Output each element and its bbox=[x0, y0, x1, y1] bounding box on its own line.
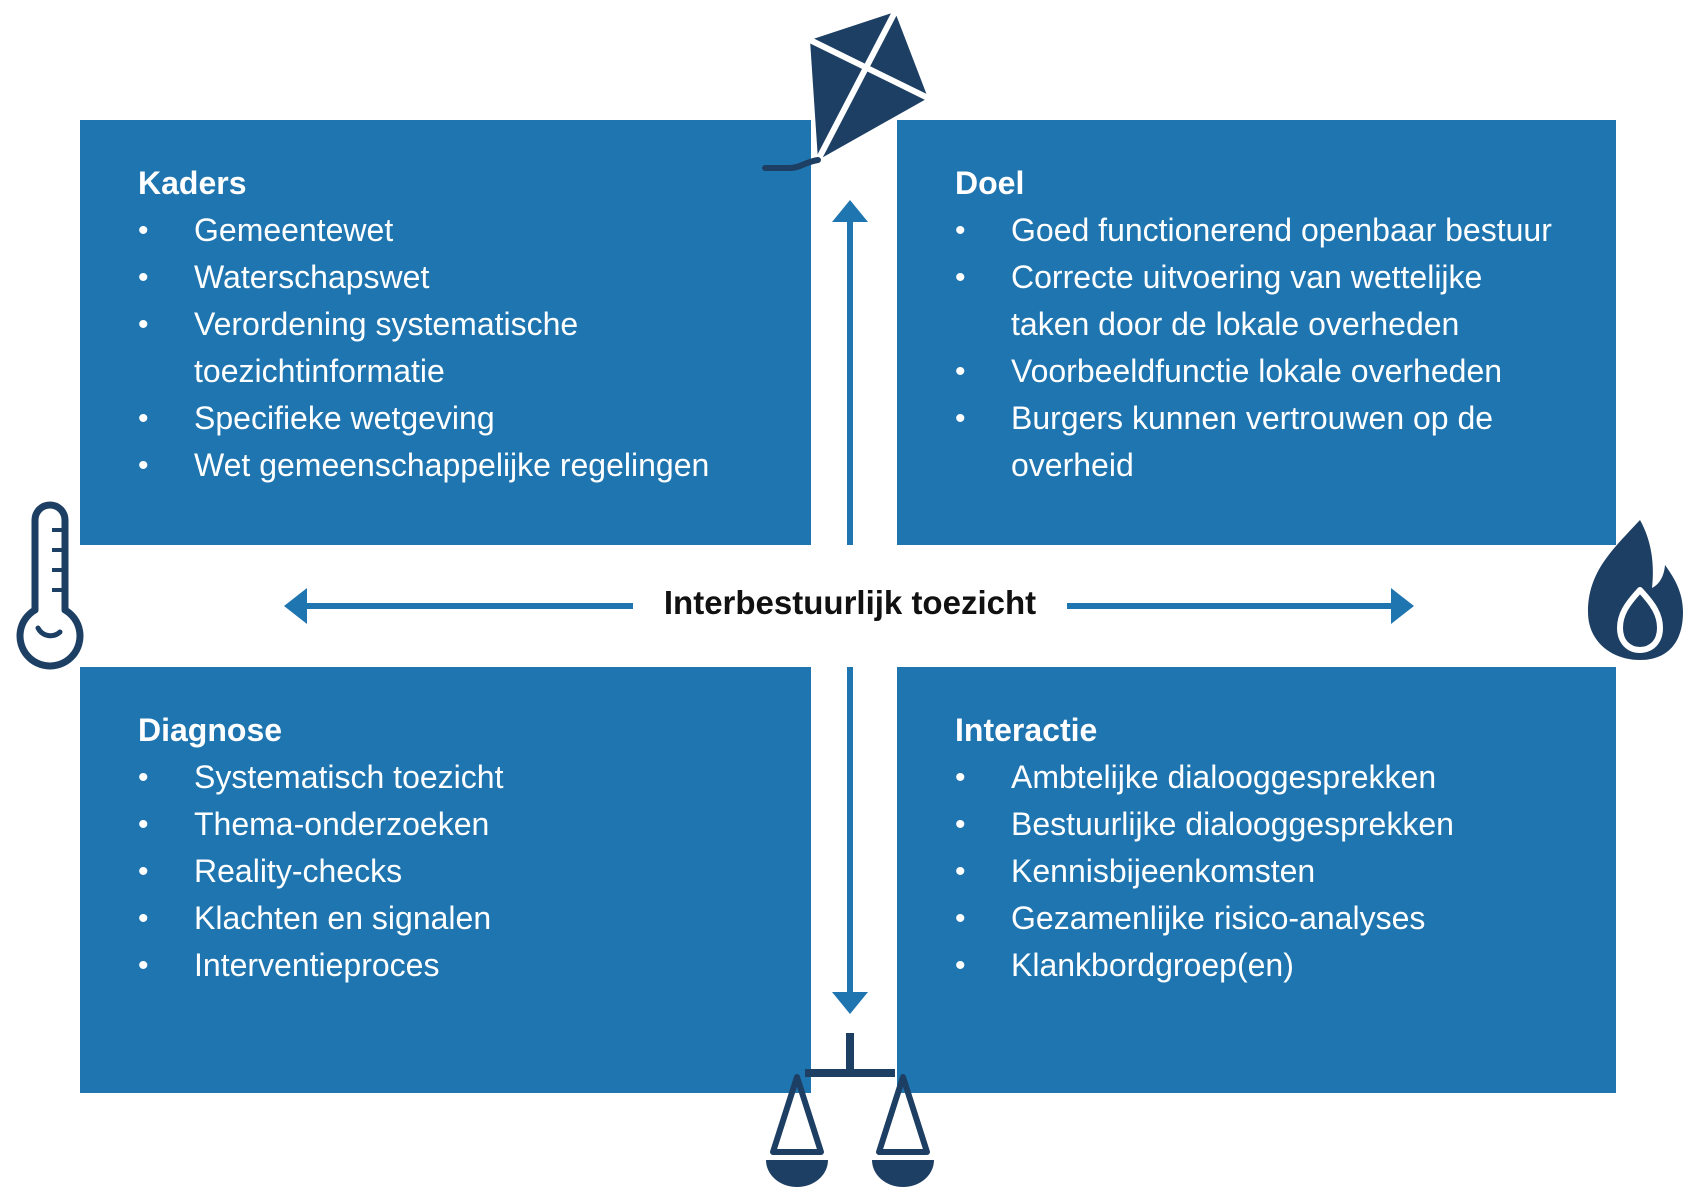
list-item: Klankbordgroep(en) bbox=[955, 942, 1576, 989]
list-item: Wet gemeenschappelijke regelingen bbox=[138, 442, 771, 489]
list-doel: Goed functionerend openbaar bestuur Corr… bbox=[955, 207, 1576, 489]
list-item: Burgers kunnen vertrouwen op de overheid bbox=[955, 395, 1576, 489]
quadrant-diagnose: Diagnose Systematisch toezicht Thema-ond… bbox=[80, 667, 811, 1093]
list-interactie: Ambtelijke dialooggesprekken Bestuurlijk… bbox=[955, 754, 1576, 989]
list-item: Bestuurlijke dialooggesprekken bbox=[955, 801, 1576, 848]
quadrant-title-kaders: Kaders bbox=[138, 165, 247, 201]
list-item: Kennisbijeenkomsten bbox=[955, 848, 1576, 895]
thermometer-icon bbox=[16, 501, 84, 670]
scales-icon bbox=[766, 1033, 934, 1187]
list-item: Klachten en signalen bbox=[138, 895, 771, 942]
list-item: Specifieke wetgeving bbox=[138, 395, 771, 442]
list-item: Verordening systematische toezichtinform… bbox=[138, 301, 771, 395]
list-item: Correcte uitvoering van wettelijke taken… bbox=[955, 254, 1576, 348]
arrow-up bbox=[832, 200, 868, 545]
fire-icon bbox=[1588, 520, 1683, 660]
quadrant-title-doel: Doel bbox=[955, 165, 1025, 201]
list-item: Gemeentewet bbox=[138, 207, 771, 254]
quadrant-kaders: Kaders Gemeentewet Waterschapswet Verord… bbox=[80, 120, 811, 545]
arrow-down bbox=[832, 667, 868, 1014]
quadrant-title-interactie: Interactie bbox=[955, 712, 1098, 748]
list-item: Systematisch toezicht bbox=[138, 754, 771, 801]
center-label: Interbestuurlijk toezicht bbox=[663, 584, 1037, 621]
arrow-left bbox=[284, 588, 633, 624]
list-item: Waterschapswet bbox=[138, 254, 771, 301]
list-item: Voorbeeldfunctie lokale overheden bbox=[955, 348, 1576, 395]
list-kaders: Gemeentewet Waterschapswet Verordening s… bbox=[138, 207, 771, 489]
quadrant-doel: Doel Goed functionerend openbaar bestuur… bbox=[897, 120, 1616, 545]
list-item: Interventieproces bbox=[138, 942, 771, 989]
arrow-right bbox=[1067, 588, 1414, 624]
list-item: Thema-onderzoeken bbox=[138, 801, 771, 848]
list-item: Gezamenlijke risico-analyses bbox=[955, 895, 1576, 942]
quadrant-interactie: Interactie Ambtelijke dialooggesprekken … bbox=[897, 667, 1616, 1093]
quadrant-title-diagnose: Diagnose bbox=[138, 712, 283, 748]
list-diagnose: Systematisch toezicht Thema-onderzoeken … bbox=[138, 754, 771, 989]
kite-icon bbox=[762, 10, 930, 171]
list-item: Reality-checks bbox=[138, 848, 771, 895]
list-item: Goed functionerend openbaar bestuur bbox=[955, 207, 1576, 254]
list-item: Ambtelijke dialooggesprekken bbox=[955, 754, 1576, 801]
